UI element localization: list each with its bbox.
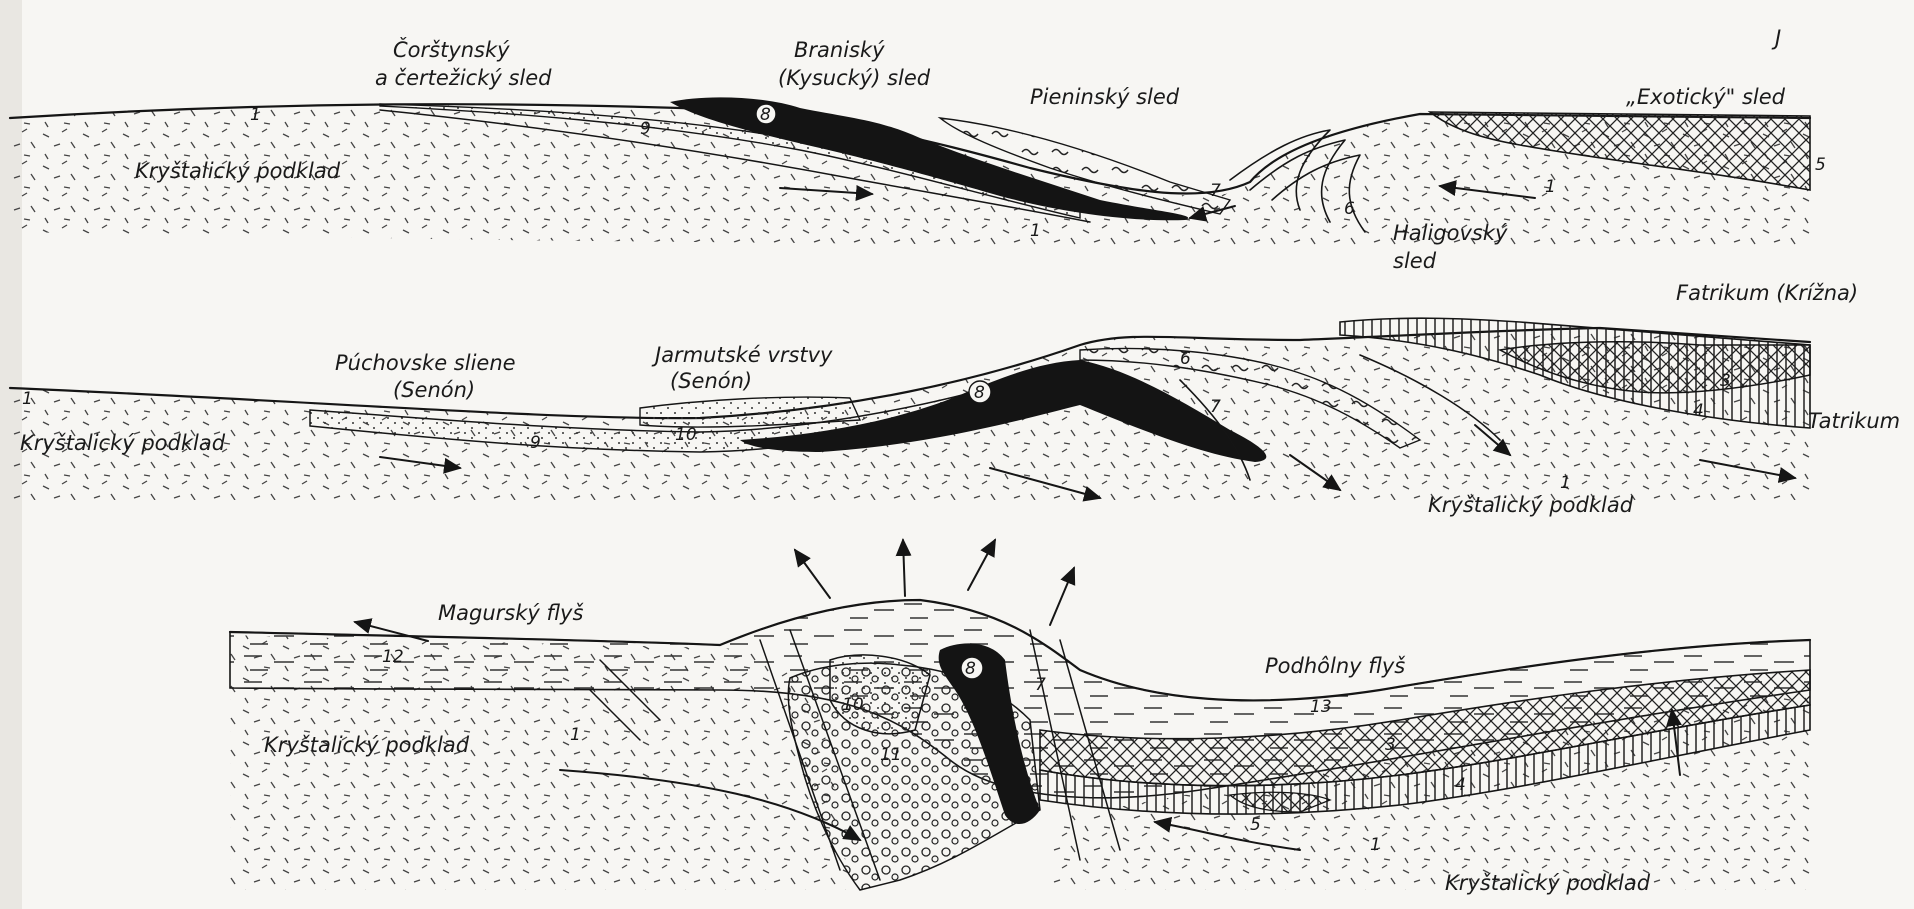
profile-3-section: Magurský flyš Podhôlny flyš Kryštalický … [230, 540, 1810, 895]
label-krystalicky-3-left: Kryštalický podklad [264, 733, 470, 757]
num-13-p3: 13 [1310, 697, 1332, 717]
label-haligovsky-line-1: Haligovský [1393, 221, 1508, 245]
label-krystalicky-3-right: Kryštalický podklad [1445, 871, 1651, 895]
num-6-p1: 6 [1344, 199, 1355, 219]
num-10-p3: 10 [842, 695, 864, 715]
label-branisky-line-1: Braniský [794, 38, 885, 62]
num-4-p3: 4 [1455, 775, 1466, 795]
label-podholny: Podhôlny flyš [1265, 654, 1405, 678]
num-4-p2: 4 [1693, 401, 1704, 421]
label-branisky-line-2: (Kysucký) sled [778, 66, 931, 90]
num-1-p3: 1 [570, 725, 581, 745]
arrow-uplift-3 [968, 540, 995, 590]
num-8-p2: 8 [974, 383, 985, 403]
label-krystalicky-2-left: Kryštalický podklad [20, 431, 226, 455]
num-1c-p1: 1 [1030, 221, 1041, 241]
num-10-p2: 10 [675, 425, 697, 445]
num-11-p3: 11 [880, 745, 902, 765]
label-pieninsky: Pieninský sled [1030, 85, 1180, 109]
label-magursky: Magurský flyš [438, 601, 583, 625]
label-jarmutske-line-2: (Senón) [670, 369, 752, 393]
label-krystalicky-1: Kryštalický podklad [135, 159, 341, 183]
num-7-p3: 7 [1035, 675, 1046, 695]
label-krystalicky-2-right: Kryštalický podklad [1428, 493, 1634, 517]
corner-mark: J [1771, 26, 1781, 50]
num-3-p3: 3 [1385, 735, 1396, 755]
label-puchovske-line-1: Púchovske sliene [335, 351, 516, 375]
label-corstynsky-line-2: a čertežický sled [375, 66, 552, 90]
arrow-uplift-2 [903, 540, 905, 596]
profile-1-section: Čorštynský a čertežický sled Braniský (K… [10, 26, 1826, 273]
label-fatrikum: Fatrikum (Krížna) [1676, 281, 1858, 305]
num-12-p3: 12 [382, 647, 404, 667]
num-7-p1: 7 [1210, 181, 1221, 201]
num-1b-p3: 1 [1370, 835, 1381, 855]
num-8-p3: 8 [965, 659, 976, 679]
label-jarmutske-line-1: Jarmutské vrstvy [651, 343, 833, 367]
label-tatrikum: Tatrikum [1808, 409, 1900, 433]
num-5-p1: 5 [1815, 155, 1826, 175]
jarmut-layers-body [640, 397, 860, 427]
label-haligovsky-line-2: sled [1393, 249, 1437, 273]
num-1b-p2: 1 [1560, 473, 1571, 493]
arrow-uplift-4 [1050, 568, 1074, 625]
num-6-p2: 6 [1180, 349, 1191, 369]
num-9-p2: 9 [530, 433, 541, 453]
num-5-p3: 5 [1250, 815, 1261, 835]
num-3-p2: 3 [1720, 371, 1731, 391]
label-exoticky: „Exotický" sled [1626, 85, 1786, 109]
num-9-p1: 9 [640, 119, 651, 139]
label-corstynsky-line-1: Čorštynský [393, 37, 510, 62]
num-1a-p1: 1 [250, 105, 261, 125]
num-8-p1: 8 [760, 105, 771, 125]
arrow-uplift-1 [795, 550, 830, 598]
profile-2-section: Púchovske sliene (Senón) Jarmutské vrstv… [10, 281, 1900, 517]
num-7-p2: 7 [1210, 397, 1221, 417]
label-puchovske-line-2: (Senón) [393, 378, 475, 402]
num-1-p2: 1 [22, 389, 33, 409]
num-1b-p1: 1 [1545, 177, 1556, 197]
